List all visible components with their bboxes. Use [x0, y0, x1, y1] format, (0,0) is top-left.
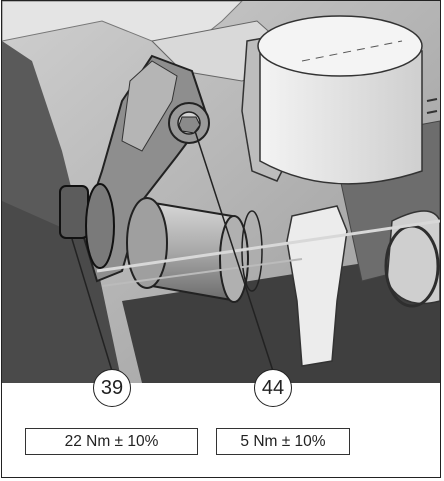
- callout-number: 44: [261, 376, 285, 399]
- torque-value: 5 Nm ± 10%: [240, 432, 326, 450]
- assembly-photo: [2, 1, 440, 383]
- torque-label-44: 5 Nm ± 10%: [216, 428, 350, 455]
- torque-label-39: 22 Nm ± 10%: [25, 428, 198, 455]
- callout-39: 39: [93, 369, 131, 407]
- torque-value: 22 Nm ± 10%: [64, 432, 159, 450]
- callout-44: 44: [254, 369, 292, 407]
- callout-number: 39: [100, 376, 124, 399]
